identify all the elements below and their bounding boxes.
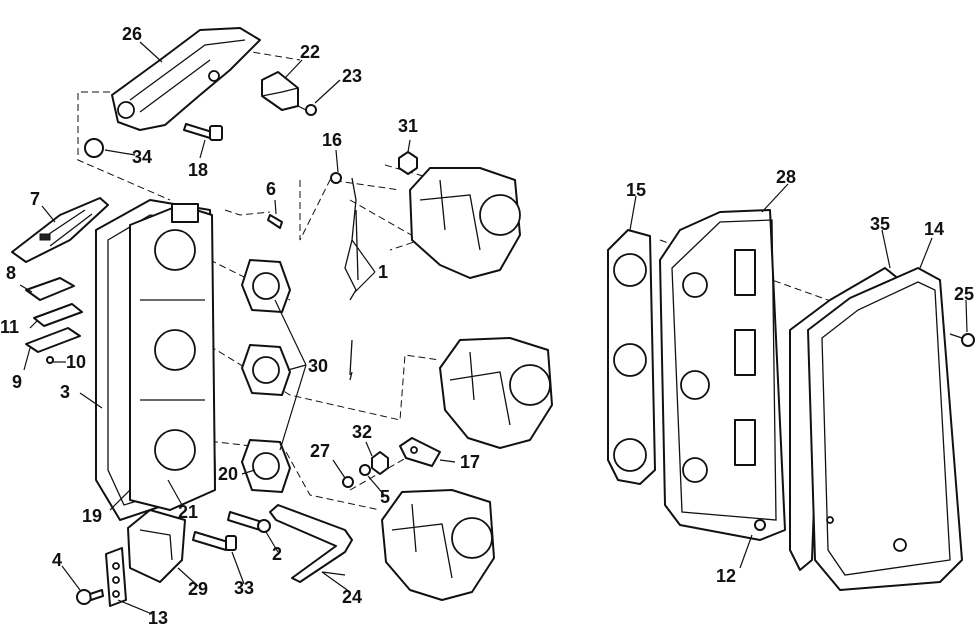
part-16-clip — [330, 172, 342, 184]
callout-28: 28 — [776, 167, 796, 187]
part-22-bracket — [261, 71, 299, 111]
callout-24: 24 — [342, 587, 362, 607]
part-34-plug — [84, 138, 104, 158]
part-11-plate — [33, 303, 83, 327]
callout-14: 14 — [924, 219, 944, 239]
callout-3: 3 — [60, 382, 70, 402]
part-23-screw — [297, 104, 317, 116]
callout-34: 34 — [132, 147, 152, 167]
part-30-gasket-bottom — [241, 439, 291, 493]
part-2-pin — [227, 511, 271, 533]
callout-20: 20 — [218, 464, 238, 484]
part-26-manifold — [111, 27, 261, 131]
callout-22: 22 — [300, 42, 320, 62]
callout-4: 4 — [52, 550, 62, 570]
callout-33: 33 — [234, 578, 254, 598]
callout-8: 8 — [6, 263, 16, 283]
callout-1: 1 — [378, 262, 388, 282]
callout-29: 29 — [188, 579, 208, 599]
part-30-gasket-mid — [241, 344, 291, 396]
carburetor-bottom — [381, 489, 495, 601]
part-28-cover-plate — [659, 209, 786, 541]
callout-35: 35 — [870, 214, 890, 234]
part-25-screw — [949, 333, 975, 347]
callout-labels: 26 22 23 34 18 16 31 6 7 8 11 9 10 3 1 3… — [0, 24, 974, 626]
part-33-screw — [192, 531, 237, 551]
part-6-screw — [267, 214, 283, 229]
part-1-linkage-rods — [344, 177, 359, 381]
callout-15: 15 — [626, 180, 646, 200]
callout-10: 10 — [66, 352, 86, 372]
part-24-hose — [269, 504, 353, 583]
part-14-cover — [807, 267, 963, 591]
callout-11: 11 — [0, 317, 19, 337]
callout-16: 16 — [322, 130, 342, 150]
carburetor-middle — [439, 337, 553, 449]
part-17-linkage-arm — [399, 437, 441, 467]
callout-7: 7 — [30, 189, 40, 209]
part-19-intake-body — [129, 203, 216, 511]
part-29-bracket — [127, 509, 186, 583]
part-7-reed-block — [11, 197, 109, 263]
callout-32: 32 — [352, 422, 372, 442]
callout-5: 5 — [380, 487, 390, 507]
part-31-nut — [398, 151, 418, 175]
part-18-bolt — [183, 123, 223, 141]
callout-23: 23 — [342, 66, 362, 86]
part-30-gasket-top — [241, 259, 291, 313]
callout-12: 12 — [716, 566, 736, 586]
callout-9: 9 — [12, 372, 22, 392]
part-9-gasket — [25, 327, 81, 353]
callout-17: 17 — [460, 452, 480, 472]
callout-30: 30 — [308, 356, 328, 376]
callout-13: 13 — [148, 608, 168, 626]
part-5-washer — [359, 464, 371, 476]
carburetor-top — [409, 167, 521, 279]
part-13-plate — [105, 547, 127, 607]
part-4-screw — [76, 589, 104, 605]
callout-26: 26 — [122, 24, 142, 44]
callout-25: 25 — [954, 284, 974, 304]
callout-19: 19 — [82, 506, 102, 526]
callout-18: 18 — [188, 160, 208, 180]
callout-27: 27 — [310, 441, 330, 461]
part-27-screw — [342, 476, 354, 488]
part-15-gasket — [607, 229, 656, 485]
part-32-nut — [371, 451, 389, 475]
part-8-reed — [25, 277, 75, 301]
callout-2: 2 — [272, 544, 282, 564]
part-10-screw — [46, 356, 54, 364]
callout-6: 6 — [266, 179, 276, 199]
callout-31: 31 — [398, 116, 418, 136]
part-12-screw — [754, 519, 766, 531]
callout-21: 21 — [178, 502, 198, 522]
leader-lines — [19, 41, 968, 615]
